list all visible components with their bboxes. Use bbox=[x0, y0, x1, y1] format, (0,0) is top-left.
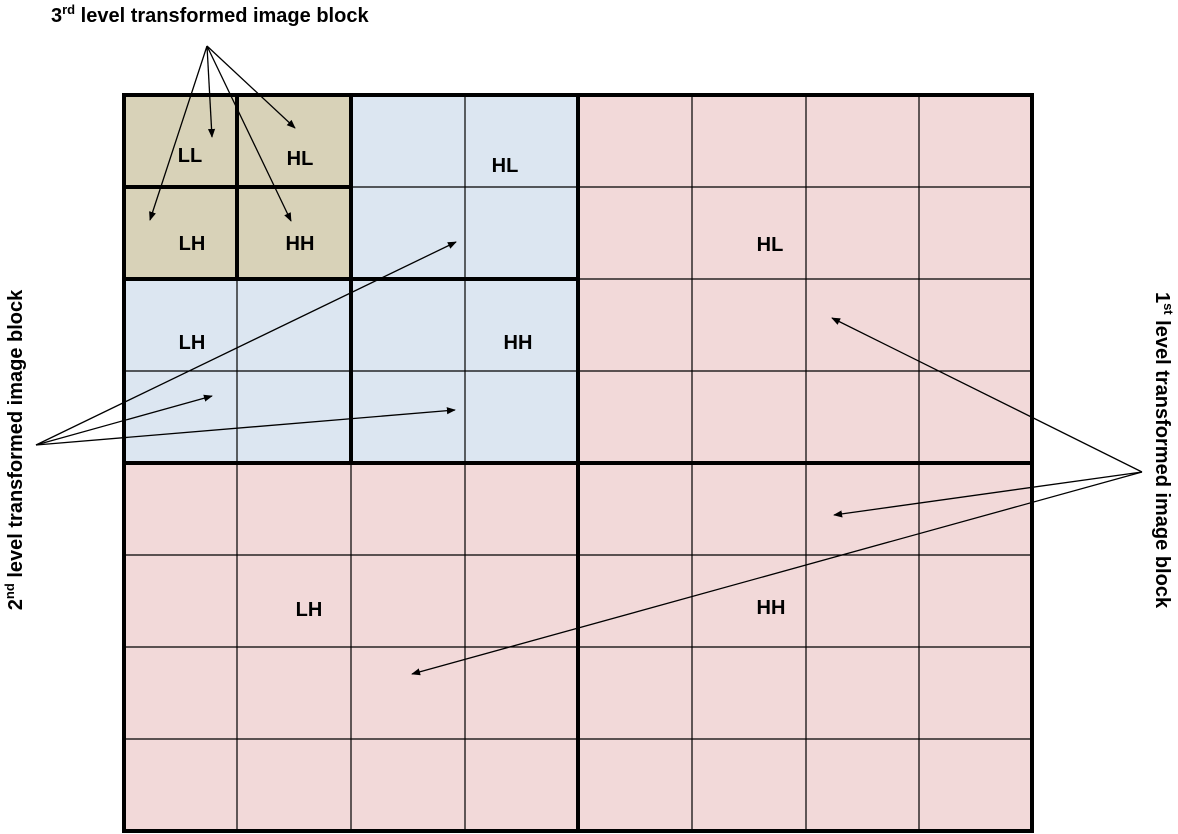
level1-lh-label: LH bbox=[296, 599, 323, 621]
level1-title: 1st level transformed image block bbox=[1151, 292, 1176, 609]
level3-ll-label: LL bbox=[178, 145, 202, 167]
level3-hh-label: HH bbox=[286, 233, 315, 255]
level3-hl-label: HL bbox=[287, 148, 314, 170]
level3-title: 3rd level transformed image block bbox=[51, 2, 369, 27]
block-borders bbox=[122, 93, 1034, 833]
level2-arrows bbox=[35, 241, 457, 446]
level2-title: 2nd level transformed image block bbox=[2, 289, 27, 610]
level3-arrows bbox=[149, 45, 296, 222]
level2-hl-label: HL bbox=[492, 155, 519, 177]
level1-hh-label: HH bbox=[757, 597, 786, 619]
level1-hl-label: HL bbox=[757, 234, 784, 256]
level2-hh-label: HH bbox=[504, 332, 533, 354]
level1-arrows bbox=[411, 317, 1143, 676]
level2-lh-label: LH bbox=[179, 332, 206, 354]
level3-lh-label: LH bbox=[179, 233, 206, 255]
